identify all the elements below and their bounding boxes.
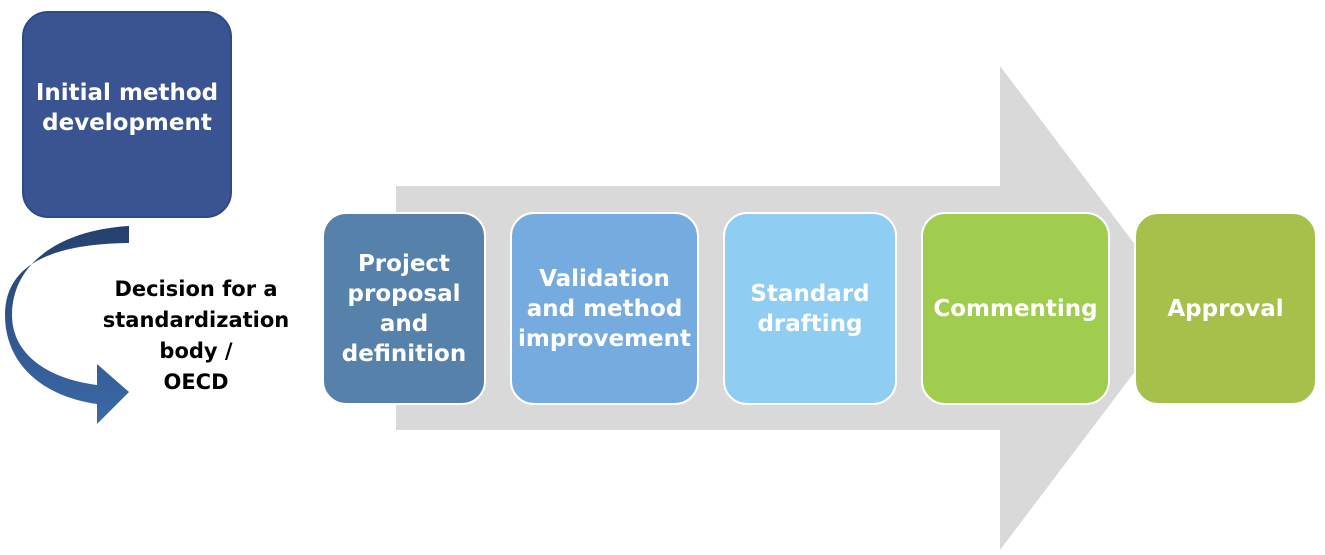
step-standard-drafting-label: Standard drafting <box>750 280 870 337</box>
step-project-proposal-box: Project proposal and definition <box>322 212 486 405</box>
step-validation-box: Validation and method improvement <box>510 212 699 405</box>
step-commenting-label: Commenting <box>933 295 1098 322</box>
step-standard-drafting-box: Standard drafting <box>723 212 897 405</box>
decision-curved-arrow <box>5 226 129 424</box>
step-validation-label: Validation and method improvement <box>518 265 691 352</box>
step-commenting-box: Commenting <box>921 212 1110 405</box>
step-approval-label: Approval <box>1167 295 1284 322</box>
initial-method-development-label: Initial method development <box>35 79 219 136</box>
decision-label: Decision for a standardization body / OE… <box>102 277 290 394</box>
initial-method-development-box: Initial method development <box>22 11 232 218</box>
step-approval-box: Approval <box>1134 212 1317 405</box>
step-project-proposal-label: Project proposal and definition <box>341 250 467 367</box>
